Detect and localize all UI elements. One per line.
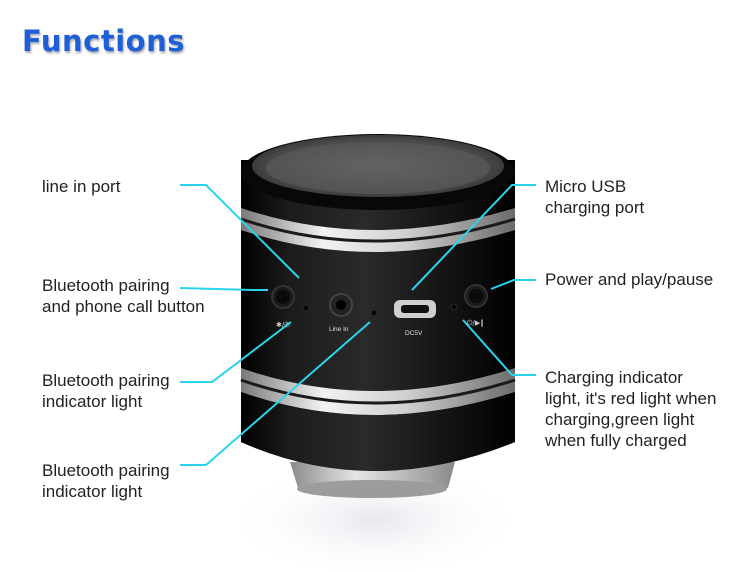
bt-indicator-light-b: [370, 309, 378, 317]
label-power-play: Power and play/pause: [545, 270, 714, 289]
label-micro-usb-port: Micro USB charging port: [545, 177, 645, 217]
lower-metal-ring: [241, 368, 515, 415]
label-bt-indicator-light-a: Bluetooth pairing indicator light: [42, 371, 170, 411]
page-title: Functions: [22, 24, 185, 58]
label-bt-indicator-light-b: Bluetooth pairing indicator light: [42, 461, 170, 501]
leader-power: [490, 279, 536, 290]
leader-charging: [462, 319, 536, 376]
leader-bt-indicator-b: [180, 321, 371, 466]
leader-bt-button: [179, 287, 268, 291]
label-line-in-port: line in port: [42, 177, 121, 196]
phone-symbol-marking: ✱/✆: [276, 321, 290, 329]
power-symbol-marking: ⏻/▶‖: [467, 319, 484, 327]
line-in-marking: Line In: [329, 326, 349, 333]
bt-indicator-light-a: [302, 304, 310, 312]
leader-micro-usb: [411, 184, 536, 291]
upper-metal-ring: [241, 208, 515, 252]
charging-indicator-light: [450, 303, 458, 311]
leader-bt-indicator-a: [180, 321, 292, 383]
leader-line-in: [180, 184, 300, 279]
dc5v-marking: DC5V: [405, 330, 423, 337]
label-bt-pairing-button: Bluetooth pairing and phone call button: [42, 276, 205, 316]
label-charging-indicator: Charging indicator light, it's red light…: [545, 368, 717, 450]
